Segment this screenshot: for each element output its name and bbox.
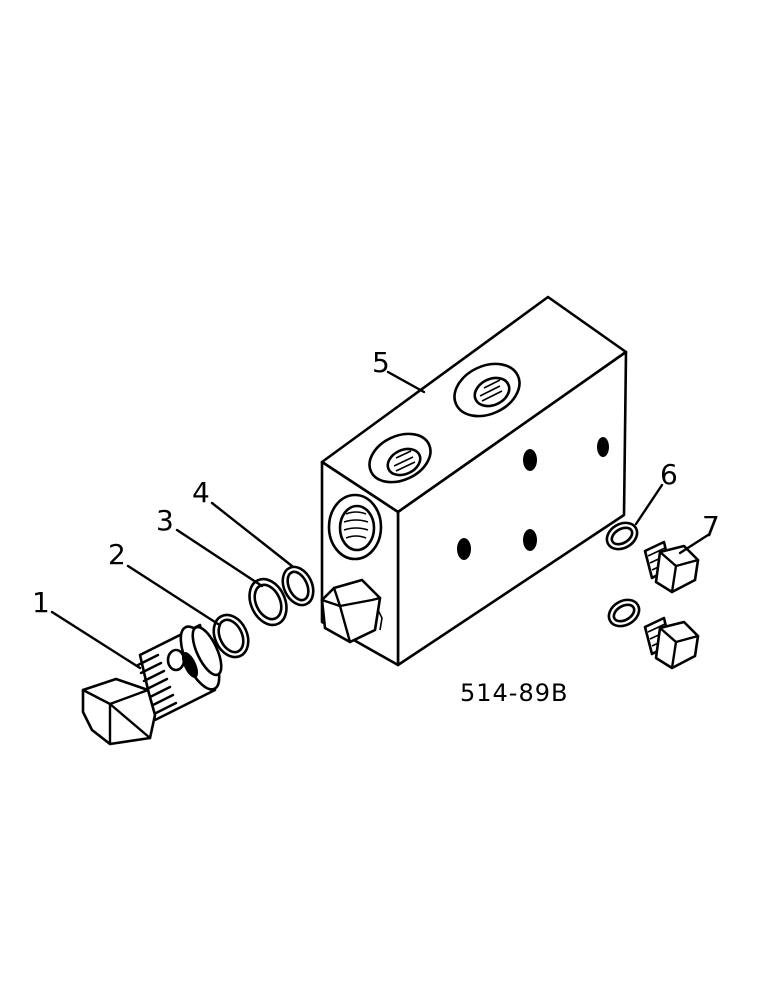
top-port-rear [453,362,521,418]
callout-6: 6 [660,458,678,491]
callout-4: 4 [192,476,210,509]
reference-code: 514-89B [460,679,568,707]
callout-2: 2 [108,538,126,571]
hex-plug-7-lower [643,616,700,670]
callout-3: 3 [156,504,174,537]
hex-plug-7-upper [643,540,700,594]
side-hole [523,529,537,551]
callout-1: 1 [32,586,50,619]
seal-ring-2 [212,613,250,659]
front-threaded-port [327,493,383,561]
valve-body-block [320,295,628,667]
leader-lines [50,370,710,670]
o-ring-4 [281,565,315,607]
front-hex-plug [320,578,383,644]
o-ring-6-upper [605,521,639,551]
o-ring-6-lower [607,598,641,628]
side-hole [457,538,471,560]
side-hole [597,437,609,457]
top-port-front [368,432,432,484]
callout-7: 7 [702,510,720,543]
callout-5: 5 [372,346,390,379]
side-hole [523,449,537,471]
relief-valve-cartridge [81,623,223,746]
